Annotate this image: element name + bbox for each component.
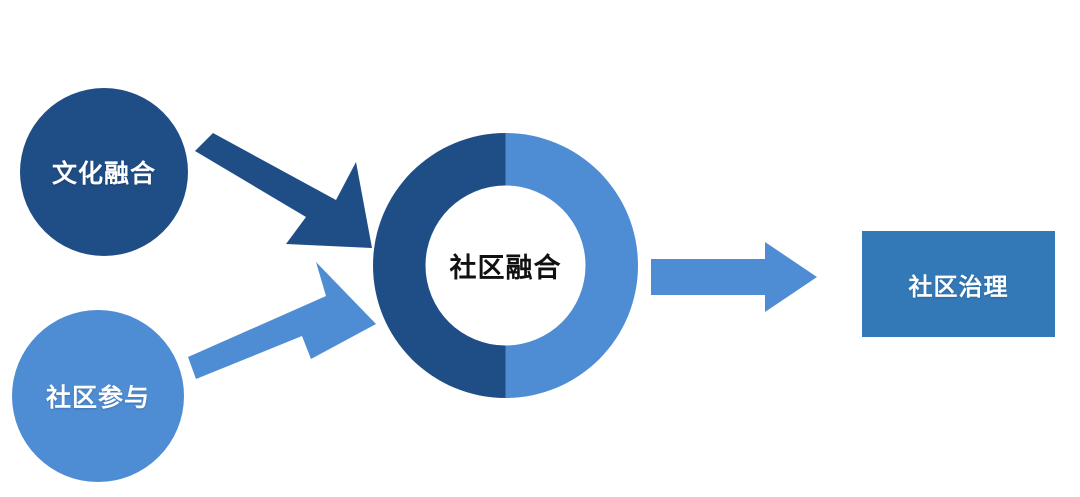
arrow-participation-to-hub — [188, 262, 376, 379]
node-community-governance[interactable]: 社区治理 — [862, 231, 1055, 337]
node-culture-fusion[interactable]: 文化融合 — [20, 88, 188, 256]
node-community-participation-label: 社区参与 — [45, 384, 150, 412]
donut-chart — [373, 133, 638, 398]
node-community-participation[interactable]: 社区参与 — [12, 310, 184, 482]
arrow-culture-to-hub — [195, 133, 372, 248]
node-community-governance-label: 社区治理 — [908, 273, 1009, 301]
donut-hole — [425, 185, 586, 346]
hub-community-integration[interactable]: 社区融合 — [373, 133, 638, 398]
hub-label: 社区融合 — [449, 253, 562, 283]
arrow-hub-to-governance — [651, 242, 817, 312]
node-culture-fusion-label: 文化融合 — [51, 160, 156, 188]
